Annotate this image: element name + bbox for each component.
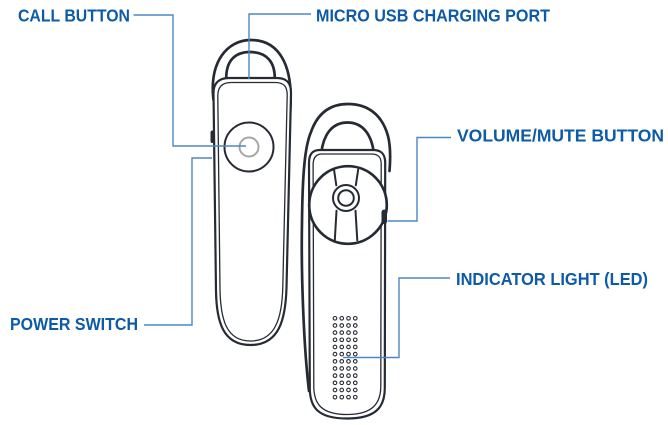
grille-hole	[339, 323, 345, 328]
grille-hole	[339, 315, 345, 321]
grille-hole	[352, 330, 358, 335]
grille-hole	[346, 380, 351, 386]
volume-mute-button-label: VOLUME/MUTE BUTTON	[457, 126, 664, 146]
grille-hole	[346, 366, 351, 371]
ear-loop-back-icon	[319, 121, 376, 173]
usb-port-leader-line	[248, 13, 311, 79]
back-body-inner-line	[312, 153, 382, 416]
call-button-label: CALL BUTTON	[18, 6, 130, 26]
grille-hole	[352, 337, 358, 343]
grille-hole	[346, 315, 351, 321]
grille-hole	[346, 337, 351, 343]
grille-hole	[346, 344, 351, 350]
grille-hole	[332, 380, 338, 386]
grille-hole	[332, 315, 338, 321]
grille-hole	[339, 373, 345, 379]
grille-hole	[339, 337, 345, 343]
power-switch	[210, 130, 215, 143]
grille-hole	[352, 323, 358, 328]
grille-hole	[352, 351, 358, 357]
grille-hole	[346, 330, 351, 335]
power-switch-leader-line	[144, 157, 212, 326]
grille-hole	[346, 394, 351, 400]
grille-hole	[352, 373, 358, 379]
grille-hole	[346, 358, 351, 364]
headset-front-view	[210, 38, 293, 347]
grille-hole	[339, 351, 345, 357]
call-button	[223, 121, 275, 173]
indicator-led-leader-line	[343, 277, 450, 359]
volume-mute-button	[381, 209, 387, 224]
grille-hole	[332, 358, 338, 364]
grille-hole	[332, 387, 338, 393]
headset-back-view	[300, 102, 392, 420]
grille-hole	[332, 323, 338, 328]
grille-hole	[332, 373, 338, 379]
grille-hole	[332, 366, 338, 371]
ear-loop-icon	[224, 50, 277, 85]
grille-hole	[332, 330, 338, 335]
call-button-ring-icon	[238, 136, 260, 158]
grille-hole	[339, 366, 345, 371]
grille-hole	[332, 337, 338, 343]
grille-hole	[352, 358, 358, 364]
grille-hole	[352, 387, 358, 393]
grille-hole	[339, 330, 345, 335]
grille-hole	[339, 387, 345, 393]
grille-hole	[352, 344, 358, 350]
micro-usb-port-label: MICRO USB CHARGING PORT	[316, 6, 550, 26]
grille-hole	[352, 366, 358, 371]
volume-button-leader-line	[387, 136, 451, 222]
grille-hole	[352, 394, 358, 400]
grille-hole	[332, 344, 338, 350]
grille-hole	[346, 387, 351, 393]
grille-hole	[332, 394, 338, 400]
grille-hole	[352, 315, 358, 321]
grille-hole	[339, 394, 345, 400]
indicator-led-label: INDICATOR LIGHT (LED)	[456, 269, 648, 289]
grille-hole	[332, 351, 338, 357]
grille-hole	[339, 344, 345, 350]
grille-hole	[339, 358, 345, 364]
ear-hook-back-icon	[300, 102, 392, 393]
headset-body-inner-line	[217, 81, 288, 342]
grille-hole	[352, 380, 358, 386]
part-labels: CALL BUTTON MICRO USB CHARGING PORT VOLU…	[10, 6, 664, 335]
leader-lines	[133, 13, 451, 359]
pivot-ring-inner-icon	[337, 189, 355, 207]
grille-hole	[346, 351, 351, 357]
grille-hole	[346, 373, 351, 379]
headset-body-outline	[212, 76, 293, 347]
center-band	[333, 168, 360, 242]
speaker-grille	[332, 315, 358, 400]
grille-hole	[346, 323, 351, 328]
call-button-leader-line	[133, 14, 246, 147]
power-switch-label: POWER SWITCH	[10, 314, 138, 334]
grille-hole	[339, 380, 345, 386]
